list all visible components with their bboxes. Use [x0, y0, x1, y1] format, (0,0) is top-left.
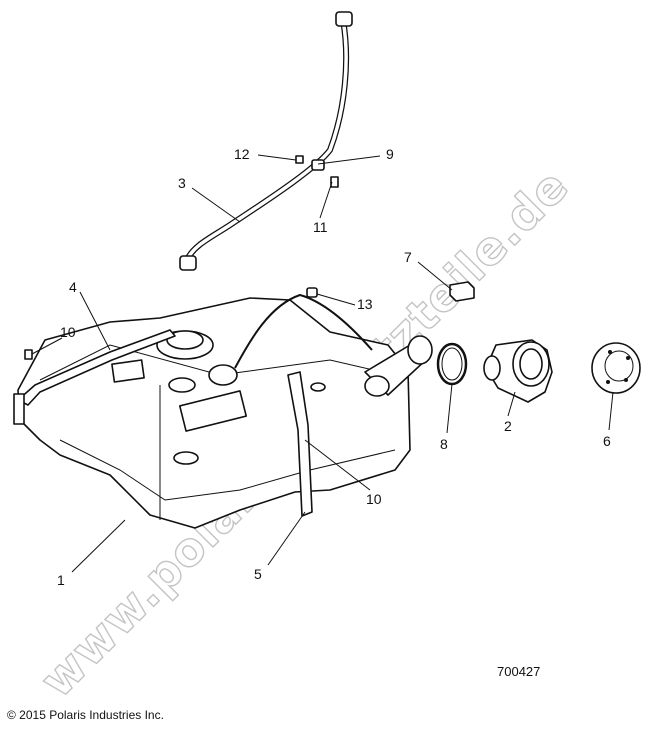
callout-7: 7 [404, 249, 412, 265]
screw-11 [330, 176, 339, 188]
callout-9: 9 [386, 146, 394, 162]
callout-11: 11 [313, 219, 328, 235]
copyright-notice: © 2015 Polaris Industries Inc. [7, 708, 164, 722]
callout-2: 2 [504, 418, 512, 434]
leader-lines [31, 154, 614, 573]
callout-5: 5 [254, 566, 262, 582]
hose-clamp-8 [436, 342, 468, 386]
drawing-number: 700427 [497, 664, 541, 679]
filler-adapter-2 [483, 339, 553, 403]
callout-6: 6 [603, 433, 611, 449]
callout-4: 4 [69, 279, 77, 295]
clip-13 [306, 287, 318, 298]
fastener-12 [295, 155, 304, 164]
front-strap-4 [13, 329, 176, 425]
callout-10-right: 10 [366, 491, 382, 507]
rubber-pad-7 [449, 281, 475, 302]
callout-3: 3 [178, 175, 186, 191]
callout-1: 1 [57, 572, 65, 588]
rear-strap-5 [287, 371, 313, 517]
vent-hose [179, 11, 353, 271]
fuel-cap-6 [591, 342, 641, 394]
callout-10-left: 10 [60, 324, 76, 340]
callout-13: 13 [357, 296, 373, 312]
bolt-10-left [24, 349, 33, 360]
callout-12: 12 [234, 146, 250, 162]
callout-8: 8 [440, 436, 448, 452]
